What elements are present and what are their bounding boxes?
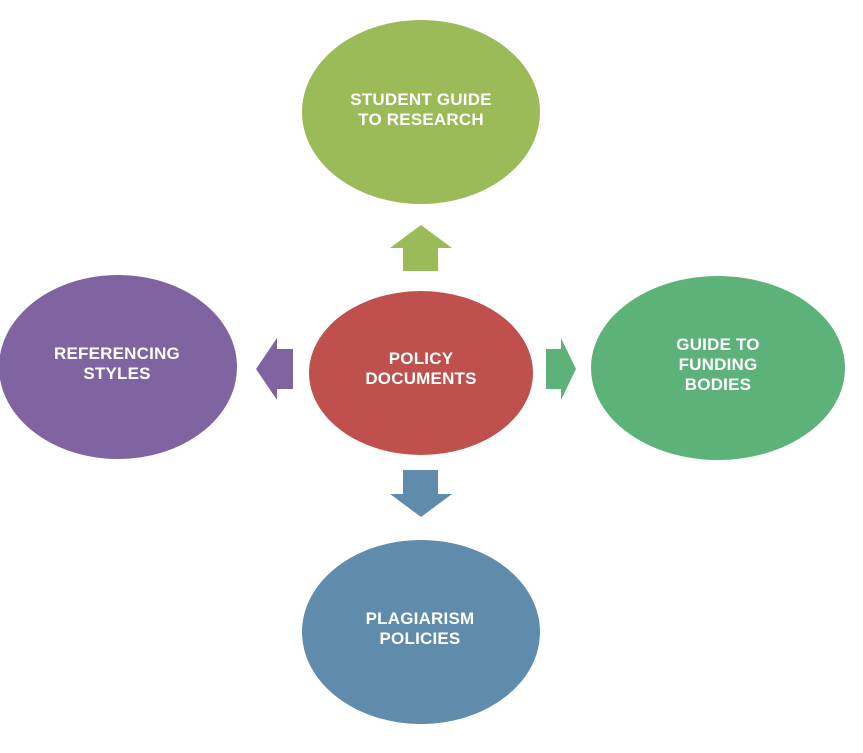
arrow-left-to-referencing xyxy=(256,338,293,400)
node-center-label: POLICY DOCUMENTS xyxy=(365,349,477,388)
node-center-policy-documents xyxy=(309,291,533,455)
node-right-label: GUIDE TO FUNDING BODIES xyxy=(676,335,760,394)
node-bottom-label: PLAGIARISM POLICIES xyxy=(365,609,475,648)
arrow-right-to-funding-guide xyxy=(546,338,576,400)
node-left-referencing-styles xyxy=(0,275,237,459)
node-bottom-plagiarism xyxy=(302,540,540,724)
arrow-down-to-plagiarism xyxy=(390,470,452,517)
arrow-up-to-research-guide xyxy=(390,225,452,271)
node-top-label: STUDENT GUIDE TO RESEARCH xyxy=(350,90,492,129)
node-top-student-guide xyxy=(302,20,540,204)
node-left-label: REFERENCING STYLES xyxy=(54,344,180,383)
node-right-funding-bodies xyxy=(591,276,845,460)
